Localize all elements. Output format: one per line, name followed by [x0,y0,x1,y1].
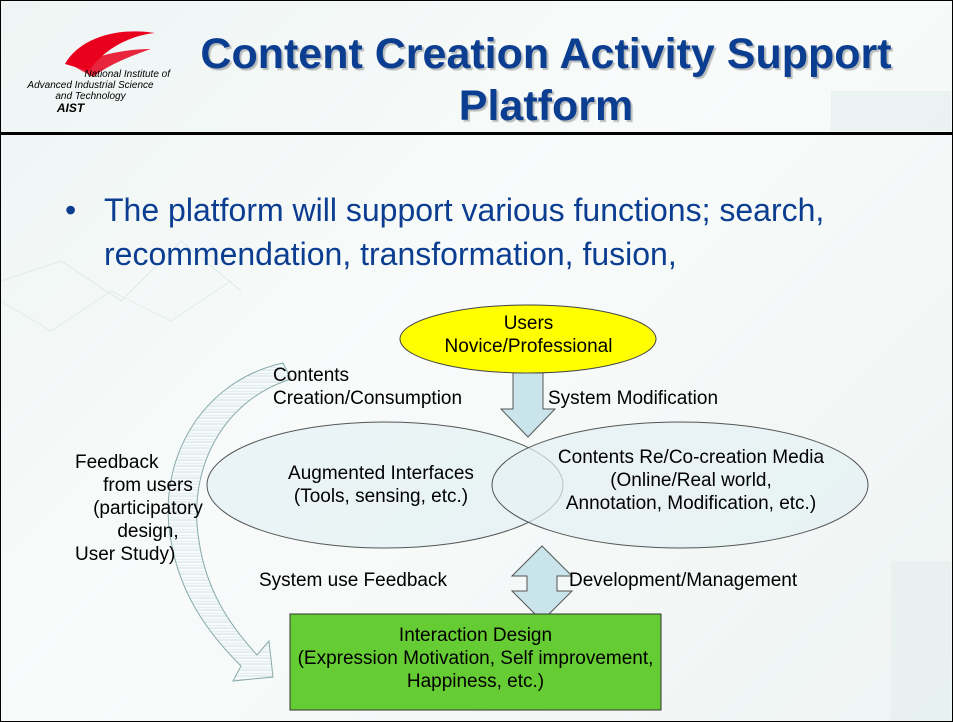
media-label: Contents Re/Co-creation Media (Online/Re… [557,447,825,514]
augmented-interfaces-label: Augmented Interfaces (Tools, sensing, et… [288,463,474,507]
logo-text: National Institute of Advanced Industria… [3,69,178,114]
logo-line1: National Institute of [84,69,170,80]
development-management-label: Development/Management [569,570,798,591]
logo-line4: AIST [56,101,85,115]
double-vertical-arrow [510,545,574,622]
contents-flow-label: Contents Creation/Consumption [273,365,463,409]
system-modification-label: System Modification [548,388,719,409]
interaction-design-box [289,613,662,711]
title-line2: Platform [458,82,634,130]
logo-line3: and Technology [55,91,126,102]
interaction-design-label: Interaction Design (Expression Motivatio… [297,625,654,692]
logo-line2: Advanced Industrial Science [27,80,154,91]
aist-logo-icon [65,31,155,77]
media-ellipse [491,421,869,549]
feedback-curved-arrow [167,362,292,682]
bullet-dot-icon: • [65,192,77,228]
page-title: Content Creation Activity Support Platfo… [151,28,941,132]
users-label: Users Novice/Professional [444,313,613,357]
bullet-text: The platform will support various functi… [104,192,825,272]
down-arrow [499,372,557,438]
feedback-users-label: Feedback from users (participatory desig… [75,452,203,565]
title-line1: Content Creation Activity Support [200,30,892,78]
system-use-feedback-label: System use Feedback [259,570,447,591]
bullet-item: • The platform will support various func… [65,188,915,276]
header-divider [1,132,952,135]
